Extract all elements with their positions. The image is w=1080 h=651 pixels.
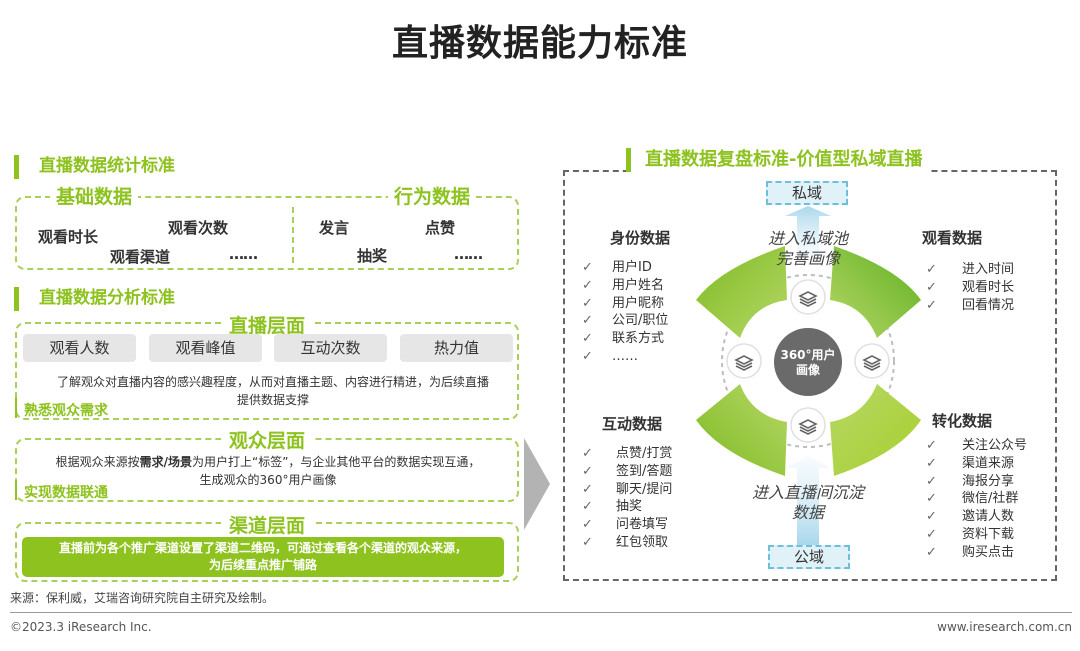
audience-layer-marker: [15, 480, 17, 500]
list-item: ✓聊天/提问: [582, 481, 673, 497]
live-layer-title: 直播层面: [221, 311, 314, 338]
live-layer-label: 熟悉观众需求: [24, 403, 108, 419]
node-top: [790, 279, 826, 315]
behavior-item: 点赞: [425, 219, 456, 237]
list-item: ✓回看情况: [926, 297, 1015, 313]
behavior-data-label: 行为数据: [388, 182, 477, 209]
list-item: ✓点赞/打赏: [582, 446, 673, 461]
source-note: 来源：保利威，艾瑞咨询研究院自主研究及绘制。: [10, 591, 275, 605]
audience-layer-title: 观众层面: [221, 426, 314, 453]
stack-icon: [862, 355, 882, 371]
identity-data-title: 身份数据: [610, 229, 671, 247]
outer-ring: [721, 274, 895, 448]
analysis-section-title: 直播数据分析标准: [14, 287, 175, 311]
conversion-data-list: ✓关注公众号 ✓渠道来源 ✓海报分享 ✓微信/社群 ✓邀请人数 ✓资料下载 ✓购…: [926, 437, 1027, 562]
list-item: ✓签到/答题: [582, 463, 673, 479]
behavior-item: 发言: [319, 219, 350, 237]
audience-layer-desc-2: 生成观众的360°用户画像: [199, 473, 337, 487]
list-item: ✓联系方式: [582, 331, 665, 347]
list-item: ✓用户ID: [582, 260, 652, 275]
list-item: ✓公司/职位: [582, 313, 669, 329]
behavior-item-more: ……: [454, 245, 483, 263]
identity-data-list: ✓用户ID ✓用户姓名 ✓用户昵称 ✓公司/职位 ✓联系方式 ✓……: [582, 259, 668, 366]
live-layer-marker: [15, 398, 17, 418]
behavior-item: 抽奖: [357, 247, 388, 265]
interaction-data-list: ✓点赞/打赏 ✓签到/答题 ✓聊天/提问 ✓抽奖 ✓问卷填写 ✓红包领取: [582, 445, 672, 552]
channel-layer-desc: 直播前为各个推广渠道设置了渠道二维码，可通过查看各个渠道的观众来源， 为后续重点…: [22, 537, 504, 577]
list-item: ✓问卷填写: [582, 517, 669, 533]
arrow-up-icon: [785, 206, 831, 256]
list-item: ✓用户昵称: [582, 295, 665, 311]
center-circle: [774, 328, 842, 396]
public-domain-tag: 公域: [768, 545, 850, 569]
stack-icon: [798, 419, 818, 435]
private-domain-tag: 私域: [766, 181, 848, 205]
stats-divider: [292, 207, 294, 263]
live-chip: 互动次数: [274, 334, 387, 362]
channel-layer-title: 渠道层面: [221, 511, 314, 538]
node-left: [726, 343, 762, 379]
stack-icon: [734, 355, 754, 371]
website-link[interactable]: www.iresearch.com.cn: [937, 620, 1072, 634]
arrow-right-icon: [524, 438, 550, 530]
live-layer-desc-1: 了解观众对直播内容的感兴趣程度，从而对直播主题、内容进行精进，为后续直播: [56, 375, 489, 389]
center-label: 360°用户 画像: [780, 348, 836, 377]
copyright: ©2023.3 iResearch Inc.: [10, 620, 152, 634]
petal-bottom-left: [696, 384, 787, 476]
list-item: ✓用户姓名: [582, 277, 665, 293]
list-item: ✓资料下载: [926, 526, 1015, 542]
petal-bottom-right: [830, 384, 921, 476]
node-bottom: [790, 407, 826, 443]
live-chip: 观看人数: [23, 334, 136, 362]
list-item: ✓观看时长: [926, 279, 1015, 295]
list-item: ✓海报分享: [926, 473, 1015, 489]
list-item: ✓邀请人数: [926, 509, 1015, 525]
public-note: 进入直播间沉淀 数据: [751, 483, 864, 522]
live-chip: 观看峰值: [149, 334, 262, 362]
live-chip: 热力值: [400, 334, 513, 362]
stats-box: [15, 196, 519, 270]
basic-data-label: 基础数据: [50, 182, 139, 209]
page-title: 直播数据能力标准: [391, 23, 688, 64]
list-item: ✓进入时间: [926, 262, 1015, 277]
interaction-data-title: 互动数据: [602, 415, 663, 433]
list-item: ✓购买点击: [926, 544, 1015, 560]
basic-item: 观看渠道: [110, 248, 171, 266]
node-right: [854, 343, 890, 379]
list-item: ✓微信/社群: [926, 491, 1019, 507]
basic-item-more: ……: [229, 245, 258, 263]
viewing-data-list: ✓进入时间 ✓观看时长 ✓回看情况: [926, 261, 1014, 314]
petal-top-left: [696, 246, 787, 338]
private-note: 进入私域池 完善画像: [767, 229, 848, 268]
list-item: ✓渠道来源: [926, 455, 1015, 471]
list-item: ✓关注公众号: [926, 438, 1028, 453]
audience-layer-desc-1: 根据观众来源按需求/场景为用户打上“标签”，与企业其他平台的数据实现互通，: [55, 455, 481, 469]
list-item: ✓抽奖: [582, 499, 643, 515]
stack-icon: [798, 291, 818, 307]
basic-item: 观看次数: [168, 219, 229, 237]
review-section-title: 直播数据复盘标准-价值型私域直播: [626, 148, 929, 172]
list-item: ✓……: [582, 348, 638, 364]
footer-divider: [10, 612, 1072, 613]
stats-section-title: 直播数据统计标准: [14, 155, 175, 179]
arrow-up-icon: [785, 456, 831, 545]
petal-top-right: [830, 246, 921, 338]
basic-item: 观看时长: [38, 228, 99, 246]
audience-layer-label: 实现数据联通: [24, 485, 108, 501]
conversion-data-title: 转化数据: [932, 412, 993, 430]
list-item: ✓红包领取: [582, 534, 669, 550]
viewing-data-title: 观看数据: [922, 229, 983, 247]
live-layer-desc-2: 提供数据支撑: [236, 393, 309, 407]
